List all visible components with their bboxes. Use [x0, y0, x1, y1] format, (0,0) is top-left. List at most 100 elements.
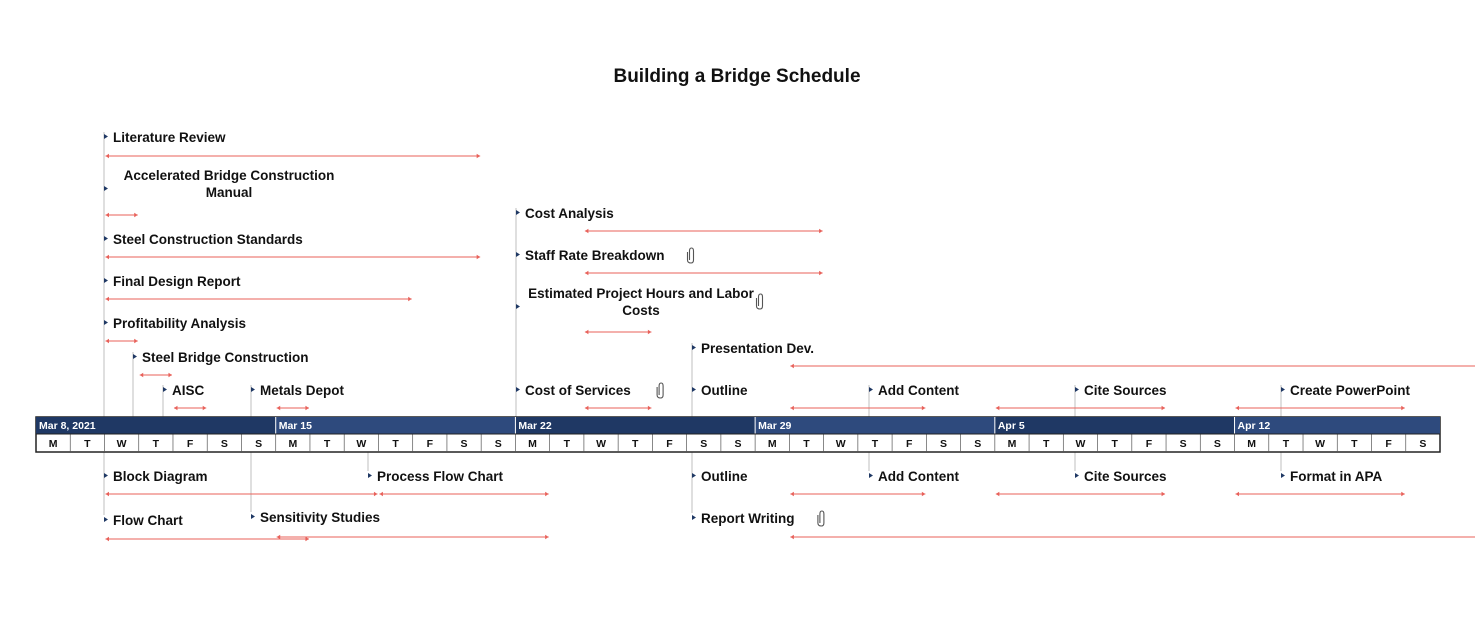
span-end-arrow	[1161, 405, 1166, 411]
day-label: M	[768, 438, 777, 450]
span-start-arrow	[105, 296, 109, 302]
week-label: Mar 8, 2021	[39, 420, 96, 432]
span-end-arrow	[1401, 405, 1405, 411]
day-label: M	[1247, 438, 1256, 450]
task-marker	[104, 186, 108, 191]
span-start-arrow	[105, 536, 109, 542]
day-label: M	[49, 438, 58, 450]
task[interactable]: Sensitivity Studies	[251, 510, 549, 540]
task-label: Process Flow Chart	[377, 469, 504, 484]
task[interactable]: Cite Sources	[1075, 383, 1405, 411]
day-label: S	[940, 438, 947, 450]
span-start-arrow	[276, 534, 281, 540]
span-start-arrow	[584, 405, 589, 411]
span-start-arrow	[105, 254, 109, 260]
task-label: Steel Construction Standards	[113, 232, 303, 247]
task[interactable]: Add Content	[869, 469, 1166, 497]
span-end-arrow	[408, 296, 412, 302]
span-start-arrow	[1235, 491, 1240, 497]
week-band	[36, 417, 276, 434]
task[interactable]: Flow Chart	[104, 513, 309, 542]
task[interactable]: Profitability Analysis	[104, 316, 246, 344]
day-label: W	[356, 438, 366, 450]
span-start-arrow	[105, 338, 109, 344]
task[interactable]: Format in APA	[1281, 469, 1475, 496]
task[interactable]: Report Writing	[692, 510, 1475, 540]
day-label: M	[1008, 438, 1017, 450]
task[interactable]: Metals Depot	[251, 383, 345, 411]
span-start-arrow	[379, 491, 383, 497]
span-end-arrow	[373, 491, 378, 497]
task-marker	[1281, 473, 1285, 478]
span-end-arrow	[1161, 491, 1166, 497]
task[interactable]: AISC	[163, 383, 207, 411]
task-label: Flow Chart	[113, 513, 183, 528]
day-label: F	[427, 438, 434, 450]
task[interactable]: Add Content	[869, 383, 1166, 411]
span-end-arrow	[134, 212, 138, 218]
span-start-arrow	[995, 405, 1000, 411]
task-marker	[516, 387, 520, 392]
day-label: F	[906, 438, 913, 450]
task-label: Format in APA	[1290, 469, 1383, 484]
task[interactable]: Steel Bridge Construction	[133, 350, 309, 378]
week-band	[275, 417, 516, 434]
span-end-arrow	[476, 153, 481, 159]
day-label: T	[1283, 438, 1290, 450]
task[interactable]: Block Diagram	[104, 469, 378, 497]
task-marker	[104, 134, 108, 139]
task[interactable]: Steel Construction Standards	[104, 232, 481, 260]
week-band	[515, 417, 756, 434]
span-end-arrow	[305, 405, 309, 411]
task[interactable]: Cite Sources	[1075, 469, 1405, 497]
week-label: Apr 5	[998, 420, 1025, 432]
connector-lines	[103, 132, 1282, 515]
span-end-arrow	[921, 405, 926, 411]
task[interactable]: Outline	[692, 383, 926, 411]
task[interactable]: Outline	[692, 469, 926, 497]
task-marker	[251, 387, 255, 392]
day-label: T	[1351, 438, 1358, 450]
span-end-arrow	[545, 491, 549, 497]
paperclip-icon[interactable]	[686, 247, 695, 264]
task-marker	[133, 354, 137, 359]
chart-title: Building a Bridge Schedule	[613, 66, 860, 87]
day-label: T	[1043, 438, 1050, 450]
span-end-arrow	[819, 270, 823, 276]
paperclip-icon[interactable]	[656, 382, 664, 399]
day-label: S	[974, 438, 981, 450]
task[interactable]: Process Flow Chart	[368, 469, 549, 497]
task[interactable]: Final Design Report	[104, 274, 412, 302]
task-marker	[1075, 387, 1079, 392]
span-start-arrow	[790, 363, 794, 369]
task-marker	[104, 278, 108, 283]
task[interactable]: Staff Rate Breakdown	[516, 247, 823, 276]
day-label: W	[836, 438, 846, 450]
day-label: S	[255, 438, 262, 450]
day-label: W	[117, 438, 127, 450]
day-label: S	[700, 438, 707, 450]
paperclip-icon[interactable]	[755, 293, 764, 310]
day-label: S	[734, 438, 741, 450]
week-band	[755, 417, 995, 434]
task[interactable]: Cost of Services	[516, 382, 664, 411]
task[interactable]: Presentation Dev.	[692, 341, 1475, 369]
task[interactable]: Literature Review	[104, 130, 481, 159]
task-label: Literature Review	[113, 130, 226, 145]
task-marker	[163, 387, 167, 392]
task[interactable]: Create PowerPoint	[1281, 383, 1475, 410]
task-label: Profitability Analysis	[113, 316, 246, 331]
day-label: T	[153, 438, 160, 450]
span-end-arrow	[647, 329, 652, 335]
week-label: Mar 15	[279, 420, 312, 432]
task-marker	[869, 473, 873, 478]
day-label: S	[221, 438, 228, 450]
paperclip-icon[interactable]	[817, 510, 825, 527]
task-marker	[368, 473, 372, 478]
task-marker	[104, 236, 108, 241]
task[interactable]: Cost Analysis	[516, 206, 823, 234]
